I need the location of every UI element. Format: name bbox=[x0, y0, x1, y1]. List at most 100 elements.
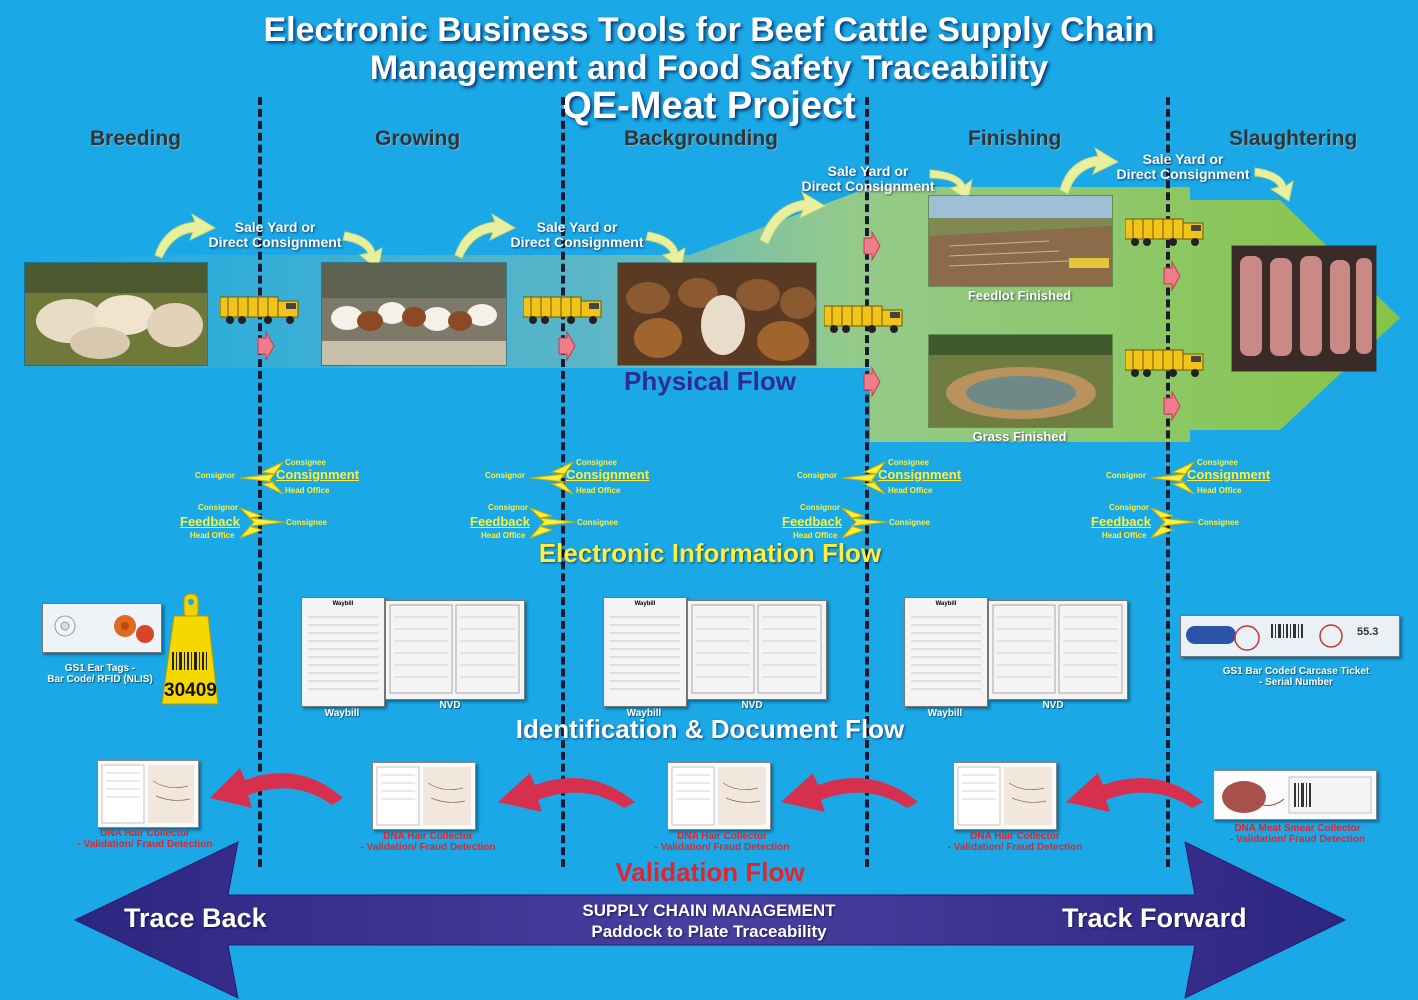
dna-hair-caption: DNA Hair Collector- Validation/ Fraud De… bbox=[925, 831, 1105, 853]
waybill-document: Waybill bbox=[301, 597, 385, 707]
eif-head-office: Head Office bbox=[1197, 486, 1242, 495]
lightning-arrow-left-icon bbox=[841, 461, 886, 495]
sale-yard-line2: Direct Consignment bbox=[510, 234, 644, 250]
dna-hair-caption: DNA Hair Collector- Validation/ Fraud De… bbox=[632, 831, 812, 853]
curved-red-arrow-icon bbox=[781, 773, 918, 812]
document-lines-icon bbox=[992, 604, 1123, 694]
ear-tag-caption-line1: GS1 Ear Tags - bbox=[64, 663, 136, 674]
dna-hair-line1: DNA Hair Collector bbox=[100, 828, 190, 839]
stage-divider-3 bbox=[865, 97, 869, 867]
yellow-ear-tag: 30409 bbox=[160, 593, 220, 706]
pink-arrows bbox=[257, 230, 1181, 422]
carcase-caption-line2: - Serial Number bbox=[1259, 677, 1333, 688]
ear-tag-number: 30409 bbox=[164, 680, 217, 701]
eif-consignee: Consignee bbox=[1197, 458, 1238, 467]
dna-hair-line2: - Validation/ Fraud Detection bbox=[947, 842, 1083, 853]
stage-divider-4 bbox=[1166, 97, 1170, 867]
supply-chain-double-arrow bbox=[73, 841, 1347, 999]
validation-arrows bbox=[210, 768, 1203, 812]
ear-tags-icon bbox=[54, 615, 154, 643]
grass-finished-label: Grass Finished bbox=[972, 429, 1067, 444]
stage-breeding: Breeding bbox=[90, 127, 182, 150]
stage-divider-1 bbox=[258, 97, 262, 867]
carcase-number: 55.3 bbox=[1357, 626, 1379, 638]
dna-collector-icon bbox=[101, 764, 194, 824]
dna-hair-caption: DNA Hair Collector- Validation/ Fraud De… bbox=[55, 828, 235, 850]
eif-consignor: Consignor bbox=[1106, 471, 1146, 480]
sale-yard-line2: Direct Consignment bbox=[208, 234, 342, 250]
eif-feedback: Feedback bbox=[180, 514, 240, 529]
lightning-arrow-right-icon bbox=[841, 507, 888, 539]
nvd-document bbox=[687, 600, 827, 700]
curved-arrow-icon bbox=[645, 231, 686, 271]
nvd-caption: NVD bbox=[439, 700, 461, 711]
slaughter-carcass-photo bbox=[1231, 245, 1377, 372]
dna-meat-line1: DNA Meat Smear Collector bbox=[1234, 823, 1361, 834]
pink-arrow-icon bbox=[863, 366, 881, 398]
feedlot-finished-label: Feedlot Finished bbox=[967, 288, 1072, 303]
document-lines-icon bbox=[389, 604, 520, 694]
backgrounding-cattle-photo bbox=[617, 262, 817, 366]
lightning-arrow-left-icon bbox=[529, 461, 574, 495]
electronic-flow-arrows bbox=[239, 461, 1197, 539]
title-line-1: Electronic Business Tools for Beef Cattl… bbox=[263, 11, 1155, 49]
eif-consignee: Consignee bbox=[1198, 518, 1239, 527]
stage-backgrounding: Backgrounding bbox=[624, 127, 779, 150]
eif-consignee: Consignee bbox=[577, 518, 618, 527]
document-lines-icon bbox=[691, 604, 822, 694]
pink-arrow-icon bbox=[1163, 260, 1181, 292]
eif-head-office: Head Office bbox=[888, 486, 933, 495]
eif-feedback: Feedback bbox=[1091, 514, 1151, 529]
lightning-arrow-right-icon bbox=[239, 507, 286, 539]
dna-hair-collector bbox=[372, 762, 476, 830]
curved-arrow-icon bbox=[454, 212, 517, 259]
eif-consignor: Consignor bbox=[488, 503, 528, 512]
title-project: QE-Meat Project bbox=[562, 85, 856, 127]
waybill-doc-header: Waybill bbox=[935, 601, 957, 607]
carcase-ticket-icon bbox=[1186, 624, 1343, 651]
dna-meat-line2: - Validation/ Fraud Detection bbox=[1229, 834, 1365, 845]
sale-yard-line1: Sale Yard or bbox=[827, 163, 909, 179]
eif-feedback: Feedback bbox=[470, 514, 530, 529]
dna-meat-smear-collector bbox=[1213, 770, 1377, 820]
stage-finishing: Finishing bbox=[968, 127, 1062, 150]
eif-consignee: Consignee bbox=[286, 518, 327, 527]
eif-head-office: Head Office bbox=[481, 531, 526, 540]
pink-arrow-icon bbox=[558, 330, 576, 362]
dna-hair-line1: DNA Hair Collector bbox=[970, 831, 1060, 842]
document-lines-icon bbox=[308, 616, 378, 690]
ear-tags-card bbox=[42, 603, 162, 653]
growing-cattle-photo bbox=[321, 262, 507, 366]
stage-growing: Growing bbox=[375, 127, 461, 150]
eif-consignee: Consignee bbox=[576, 458, 617, 467]
sale-yard-line2: Direct Consignment bbox=[801, 178, 935, 194]
nvd-document bbox=[385, 600, 525, 700]
waybill-document: Waybill bbox=[603, 597, 687, 707]
lightning-arrow-left-icon bbox=[1150, 461, 1195, 495]
eif-head-office: Head Office bbox=[576, 486, 621, 495]
track-forward-label: Track Forward bbox=[1062, 903, 1247, 933]
eif-consignor: Consignor bbox=[797, 471, 837, 480]
dna-hair-line2: - Validation/ Fraud Detection bbox=[654, 842, 790, 853]
trace-back-label: Trace Back bbox=[124, 903, 267, 933]
carcase-caption-line1: GS1 Bar Coded Carcase Ticket bbox=[1222, 666, 1370, 677]
eif-consignor: Consignor bbox=[800, 503, 840, 512]
lightning-arrow-right-icon bbox=[1150, 507, 1197, 539]
supply-chain-caption: SUPPLY CHAIN MANAGEMENT Paddock to Plate… bbox=[500, 900, 918, 942]
sale-yard-line1: Sale Yard or bbox=[1142, 151, 1224, 167]
ear-tag-caption: GS1 Ear Tags -Bar Code/ RFID (NLIS) bbox=[30, 663, 170, 685]
curved-arrow-icon bbox=[929, 169, 973, 201]
dna-hair-collector bbox=[97, 760, 199, 828]
waybill-caption: Waybill bbox=[324, 708, 360, 719]
sale-yard-arrows bbox=[154, 146, 1294, 271]
eif-consignee: Consignee bbox=[888, 458, 929, 467]
eif-consignment: Consignment bbox=[566, 467, 650, 482]
eif-head-office: Head Office bbox=[190, 531, 235, 540]
curved-red-arrow-icon bbox=[1066, 773, 1203, 812]
eif-feedback: Feedback bbox=[782, 514, 842, 529]
physical-flow-label: Physical Flow bbox=[624, 366, 796, 396]
dna-hair-collector bbox=[953, 762, 1057, 830]
curved-red-arrow-icon bbox=[498, 773, 635, 812]
